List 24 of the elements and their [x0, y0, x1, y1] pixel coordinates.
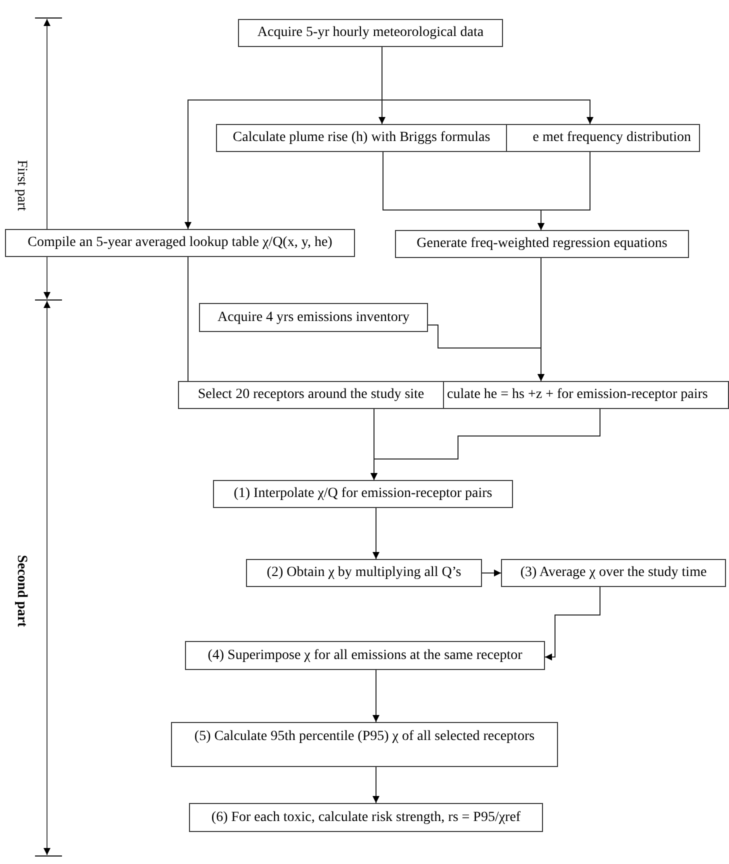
process-box: (4) Superimpose χ for all emissions at the same receptor — [185, 641, 545, 670]
section-label: First part — [14, 160, 28, 211]
process-box: (2) Obtain χ by multiplying all Q’s — [246, 559, 482, 587]
process-box: Acquire 5-yr hourly meteorological data — [238, 19, 503, 47]
arrow — [372, 766, 380, 804]
arrow — [370, 408, 600, 480]
process-box: (6) For each toxic, calculate risk strength, rs = P95/χref — [189, 803, 543, 832]
arrow — [538, 152, 590, 230]
process-box: Compile an 5-year averaged lookup table χ/Q(x, y, he) — [5, 229, 355, 257]
process-box: Acquire 4 yrs emissions inventory — [199, 303, 428, 332]
process-box: (1) Interpolate χ/Q for emission-receptor pairs — [213, 480, 513, 508]
process-box: Calculate plume rise (h) with Briggs formulas — [216, 124, 507, 152]
arrow — [544, 586, 600, 660]
arrow — [482, 570, 502, 576]
process-box: (3) Average χ over the study time — [501, 559, 726, 587]
process-box: (5) Calculate 95th percentile (P95) χ of all selected receptors — [171, 722, 558, 767]
process-box: Generate freq-weighted regression equations — [395, 230, 689, 258]
arrow — [428, 324, 544, 382]
process-box: e met frequency distribution — [506, 124, 700, 152]
arrow — [372, 670, 380, 722]
process-box: Select 20 receptors around the study site — [178, 381, 444, 409]
process-box: culate he = hs +z + for emission-receptor pairs — [443, 381, 729, 409]
arrow — [372, 508, 380, 560]
section-label: Second part — [14, 555, 28, 627]
